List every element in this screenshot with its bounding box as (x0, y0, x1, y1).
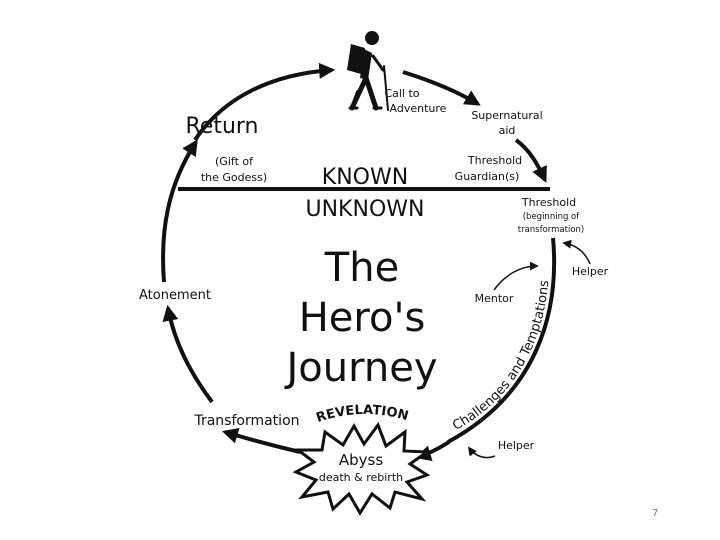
return-label: Return (185, 114, 258, 139)
abyss-subtitle: death & rebirth (319, 471, 403, 484)
cycle-arrow-to-atonement (162, 304, 214, 404)
atonement-label: Atonement (139, 288, 211, 303)
cycle-arc-challenges (447, 237, 557, 444)
gift-label: (Gift of (215, 155, 254, 168)
helper-top-label: Helper (572, 265, 609, 278)
cycle-arrow-threshold (514, 138, 547, 183)
title-line-3: Journey (284, 345, 438, 391)
threshold-guardians-label: Threshold (467, 154, 522, 167)
cycle-arrow-to-transformation (221, 428, 301, 454)
title-line-1: The (324, 245, 399, 291)
transformation-label: Transformation (193, 413, 299, 429)
call-to-adventure-label: Adventure (390, 102, 447, 115)
helper-top-arrow (562, 239, 591, 265)
helper-bottom-arrow (467, 446, 496, 459)
threshold-guardians-label: Guardian(s) (455, 170, 520, 183)
cycle-arrow-top (193, 62, 336, 142)
abyss-burst (292, 421, 432, 516)
page-number: 7 (652, 508, 659, 519)
call-to-adventure-label: Call to (384, 87, 419, 100)
hiker-icon (347, 31, 389, 111)
helper-bottom-label: Helper (498, 439, 535, 452)
threshold-label: Threshold (521, 196, 576, 209)
revelation-label: REVELATION (314, 403, 409, 426)
known-label: KNOWN (322, 165, 408, 190)
unknown-label: UNKNOWN (306, 197, 425, 222)
supernatural-aid-label: aid (499, 124, 516, 137)
abyss-label: Abyss (339, 451, 383, 469)
mentor-label: Mentor (475, 292, 514, 305)
mentor-arrow (493, 261, 539, 291)
cycle-arrow-to-return (161, 139, 198, 283)
supernatural-aid-label: Supernatural (471, 109, 542, 122)
title-line-2: Hero's (299, 295, 426, 341)
gift-label: the Godess) (201, 171, 267, 184)
cycle-arrow-call (402, 70, 481, 106)
threshold-note: (beginning of (523, 212, 581, 222)
threshold-note: transformation) (518, 225, 584, 235)
